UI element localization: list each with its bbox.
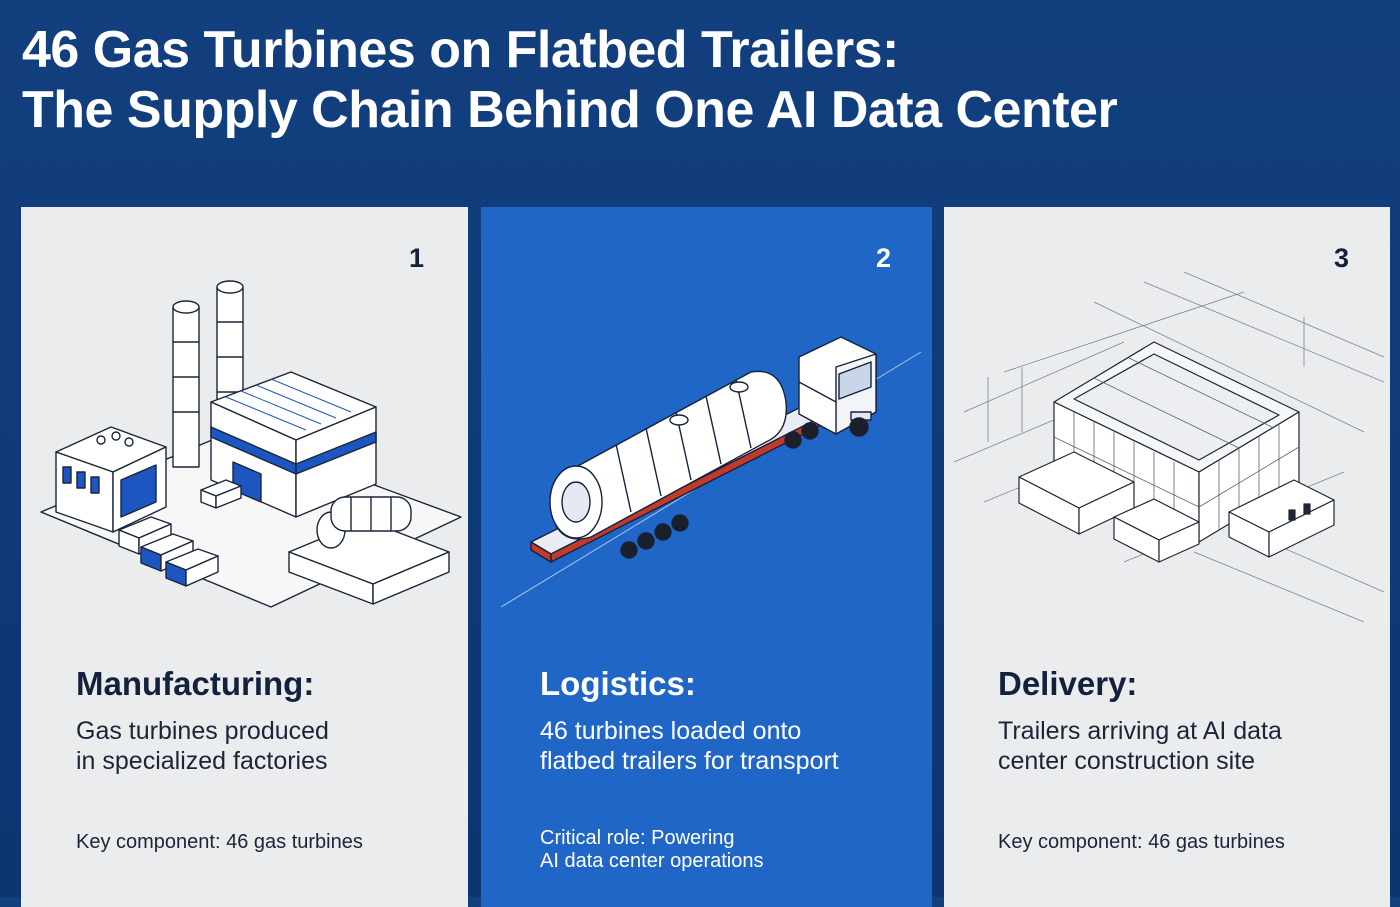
description-line: center construction site bbox=[998, 747, 1256, 775]
page-title: 46 Gas Turbines on Flatbed Trailers: The… bbox=[22, 20, 1382, 140]
truck-icon bbox=[500, 336, 922, 608]
factory-icon bbox=[40, 280, 462, 608]
description-line: 46 turbines loaded onto bbox=[540, 717, 802, 745]
panel-heading: Manufacturing: bbox=[76, 665, 315, 702]
panel-footer: Key component: 46 gas turbines bbox=[76, 831, 363, 854]
panel-manufacturing: 1 bbox=[21, 207, 468, 907]
panel-logistics: 2 Logis bbox=[481, 207, 932, 907]
panel-footer: Critical role: Powering AI data center o… bbox=[540, 827, 763, 873]
data-center-icon bbox=[953, 271, 1385, 622]
description-line: Gas turbines produced bbox=[76, 717, 329, 745]
panel-description: 46 turbines loaded onto flatbed trailers… bbox=[540, 716, 839, 776]
step-number: 2 bbox=[876, 243, 892, 273]
title-line-1: 46 Gas Turbines on Flatbed Trailers: bbox=[22, 21, 899, 79]
panel-heading: Logistics: bbox=[540, 665, 696, 702]
description-line: flatbed trailers for transport bbox=[540, 747, 839, 775]
step-number: 1 bbox=[409, 243, 425, 273]
footer-line: AI data center operations bbox=[540, 850, 764, 872]
panel-description: Gas turbines produced in specialized fac… bbox=[76, 716, 329, 776]
description-line: Trailers arriving at AI data bbox=[998, 717, 1282, 745]
step-number: 3 bbox=[1334, 243, 1350, 273]
panel-footer: Key component: 46 gas turbines bbox=[998, 831, 1285, 854]
description-line: in specialized factories bbox=[76, 747, 328, 775]
title-line-2: The Supply Chain Behind One AI Data Cent… bbox=[22, 81, 1118, 139]
footer-line: Critical role: Powering bbox=[540, 827, 735, 849]
panel-description: Trailers arriving at AI data center cons… bbox=[998, 716, 1282, 776]
footer-line: Key component: 46 gas turbines bbox=[998, 831, 1285, 853]
panel-delivery: 3 bbox=[944, 207, 1390, 907]
panel-heading: Delivery: bbox=[998, 665, 1138, 702]
footer-line: Key component: 46 gas turbines bbox=[76, 831, 363, 853]
